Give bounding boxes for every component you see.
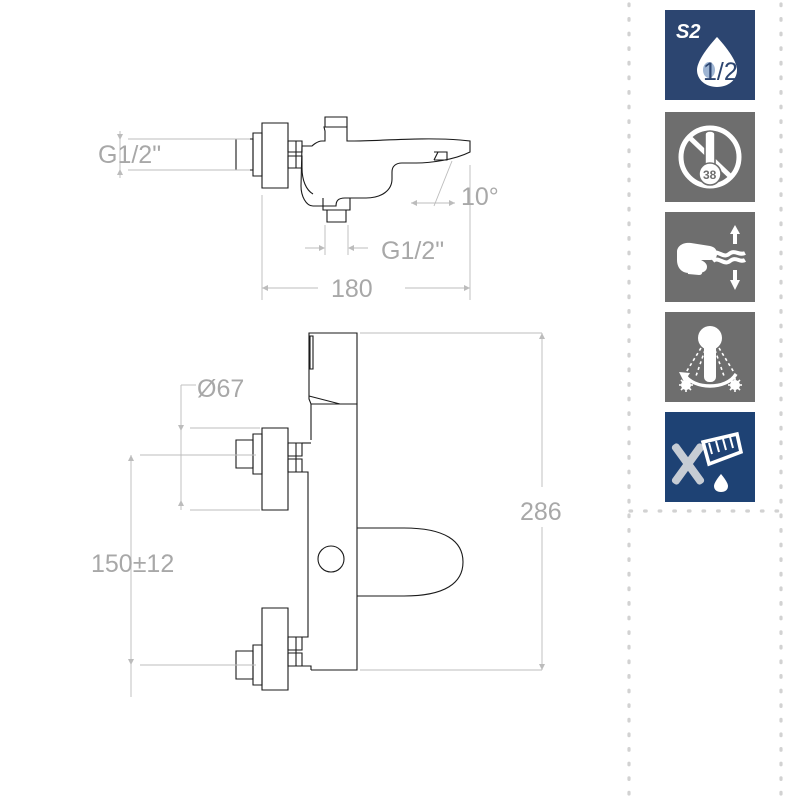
thermostat-temperature-label: 38 [703, 168, 717, 182]
front-view-dimension-lines [128, 332, 545, 697]
water-saving-fraction: 1/2 [703, 58, 738, 86]
front-view-geometry [235, 332, 464, 691]
dim-inlet-centres: 150±12 [91, 550, 174, 578]
dim-flange-diameter: Ø67 [197, 375, 244, 403]
limescale-particles [679, 378, 742, 392]
prohibition-ring [678, 125, 742, 189]
dim-projection: 180 [331, 275, 373, 303]
rotation-arc [682, 372, 738, 388]
feature-icon-rail: S2 1/2 38 [610, 0, 800, 800]
dim-inlet-thread-top: G1/2" [98, 141, 161, 169]
technical-drawing: G1/2" G1/2" 180 10° [91, 116, 562, 697]
maintenance-tools-icon[interactable] [665, 412, 755, 502]
up-down-arrows [730, 225, 740, 290]
thermometer-glyph [698, 130, 722, 186]
tools-glyph [671, 431, 744, 485]
dim-spout-angle: 10° [461, 183, 499, 211]
top-view-dimension-lines [117, 131, 471, 300]
anti-limescale-spray-icon[interactable] [665, 312, 755, 402]
dim-outlet-thread: G1/2" [381, 237, 444, 265]
water-saving-icon[interactable]: S2 1/2 [665, 10, 755, 100]
water-drop-shape [714, 474, 728, 492]
water-stream [710, 250, 746, 258]
rotation-arrowhead [679, 372, 690, 382]
drawing-canvas: G1/2" G1/2" 180 10° [91, 116, 562, 697]
drop-highlight [703, 62, 715, 78]
perforation-guides [627, 2, 783, 798]
top-view-geometry [235, 116, 471, 223]
shower-head-glyph [698, 326, 722, 382]
dim-overall-height: 286 [520, 498, 562, 526]
water-stream-2 [711, 257, 747, 265]
hand-glyph [677, 242, 717, 275]
thermostat-safety-icon[interactable]: 38 [665, 112, 755, 202]
hand-flow-control-icon[interactable] [665, 212, 755, 302]
spray-lines [684, 347, 736, 377]
water-saving-label: S2 [676, 21, 700, 43]
